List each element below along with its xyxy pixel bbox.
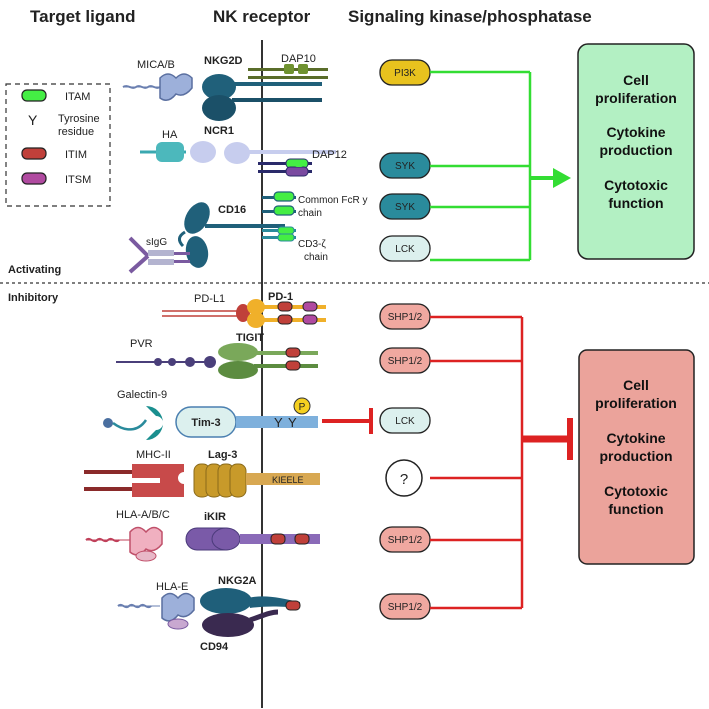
- ha-ligand: [156, 142, 184, 162]
- label-galectin9: Galectin-9: [117, 389, 167, 401]
- label-ha: HA: [162, 129, 178, 141]
- legend-tyrosine-2: residue: [58, 126, 94, 138]
- itsm-swatch: [21, 172, 47, 185]
- label-dap12: DAP12: [312, 149, 347, 161]
- kieele-motif: KIEELE: [272, 475, 304, 485]
- inh-outcome-5: Cytotoxic: [604, 483, 668, 499]
- label-pdl1: PD-L1: [194, 293, 225, 305]
- legend-itsm: ITSM: [65, 174, 91, 186]
- shp-label-1: SHP1/2: [388, 312, 423, 323]
- shp-node-1: SHP1/2: [379, 303, 431, 330]
- shp-label-2: SHP1/2: [388, 356, 423, 367]
- lck-label-inhibitory: LCK: [395, 416, 415, 427]
- pi3k-node: PI3K: [379, 59, 431, 86]
- legend-tyrosine-1: Tyrosine: [58, 113, 100, 125]
- act-outcome-6: function: [608, 195, 663, 211]
- label-nkg2a: NKG2A: [218, 575, 257, 587]
- tyrosine-symbol: Y: [28, 112, 38, 128]
- label-tigit: TIGIT: [236, 332, 264, 344]
- sigg-antibody: [128, 236, 190, 274]
- label-ikir: iKIR: [204, 511, 226, 523]
- lag3-complex: MHC-II Lag-3 KIEELE: [84, 449, 320, 498]
- syk-node-2: SYK: [379, 193, 431, 220]
- label-pvr: PVR: [130, 338, 153, 350]
- label-activating: Activating: [8, 264, 61, 276]
- legend-itam: ITAM: [65, 91, 90, 103]
- activating-arrowhead: [553, 168, 571, 188]
- legend-itim: ITIM: [65, 149, 87, 161]
- label-common-fcr-1: Common FcR y: [298, 195, 367, 206]
- lck-node-inhibitory: LCK: [379, 407, 431, 434]
- label-sigg: sIgG: [146, 237, 167, 248]
- label-tim3: Tim-3: [191, 417, 220, 429]
- label-lag3: Lag-3: [208, 449, 237, 461]
- label-cd94: CD94: [200, 641, 229, 653]
- label-inhibitory: Inhibitory: [8, 292, 59, 304]
- hla-e-ligand: [161, 592, 195, 622]
- activating-connectors: [430, 70, 556, 262]
- shp-label-4: SHP1/2: [388, 602, 423, 613]
- tim3-y1: Y: [274, 415, 283, 430]
- nkg2d-head-2: [202, 95, 236, 121]
- inh-outcome-4: production: [599, 448, 672, 464]
- label-mica: MICA/B: [137, 59, 175, 71]
- syk-label-1: SYK: [395, 161, 415, 172]
- label-hla-e: HLA-E: [156, 581, 188, 593]
- inh-outcome-2: proliferation: [595, 395, 677, 411]
- label-hla-abc: HLA-A/B/C: [116, 509, 170, 521]
- act-outcome-1: Cell: [623, 72, 649, 88]
- legend: ITAM Y Tyrosine residue ITIM ITSM: [5, 83, 111, 207]
- unknown-label: ?: [400, 471, 408, 488]
- ncr1-complex: HA NCR1 DAP12: [140, 125, 347, 177]
- lck-node-activating: LCK: [379, 235, 431, 262]
- itim-swatch: [21, 147, 47, 160]
- label-mhcii: MHC-II: [136, 449, 171, 461]
- label-ncr1: NCR1: [204, 125, 234, 137]
- inh-outcome-3: Cytokine: [606, 430, 665, 446]
- nkg2d-complex: MICA/B NKG2D DAP10: [122, 53, 328, 121]
- act-outcome-3: Cytokine: [606, 124, 665, 140]
- mica-ligand: [159, 73, 193, 101]
- shp-node-2: SHP1/2: [379, 347, 431, 374]
- shp-label-3: SHP1/2: [388, 535, 423, 546]
- inh-outcome-1: Cell: [623, 377, 649, 393]
- itam-swatch: [21, 89, 47, 102]
- syk-node-1: SYK: [379, 152, 431, 179]
- tim3-complex: Galectin-9 Tim-3 Y Y P: [103, 389, 318, 440]
- header-nk-receptor: NK receptor: [213, 7, 311, 26]
- inhibitory-connectors: [430, 315, 573, 610]
- pi3k-label: PI3K: [394, 68, 416, 79]
- label-cd3z-2: chain: [304, 252, 328, 263]
- cd16-complex: CD16 sIgG Common FcR y chain CD3-ζ chain: [128, 191, 367, 274]
- activating-outcome-box: Cell proliferation Cytokine production C…: [577, 43, 695, 260]
- label-cd16: CD16: [218, 204, 246, 216]
- pd1-complex: PD-L1 PD-1: [162, 291, 326, 328]
- label-nkg2d: NKG2D: [204, 55, 243, 67]
- unknown-node: ?: [385, 459, 423, 497]
- phospho-p: P: [299, 402, 306, 413]
- nkg2d-head-1: [202, 74, 236, 100]
- label-common-fcr-2: chain: [298, 208, 322, 219]
- shp-node-3: SHP1/2: [379, 526, 431, 553]
- act-outcome-2: proliferation: [595, 90, 677, 106]
- galectin9-ligand: [146, 406, 163, 440]
- inh-outcome-6: function: [608, 501, 663, 517]
- inhibitory-outcome-box: Cell proliferation Cytokine production C…: [578, 349, 695, 565]
- tim3-to-lck-inhibit: [322, 408, 373, 434]
- tigit-complex: PVR TIGIT: [116, 332, 318, 379]
- lck-label-activating: LCK: [395, 244, 415, 255]
- syk-label-2: SYK: [395, 202, 415, 213]
- act-outcome-5: Cytotoxic: [604, 177, 668, 193]
- label-dap10: DAP10: [281, 53, 316, 65]
- header-target-ligand: Target ligand: [30, 7, 135, 26]
- shp-node-4: SHP1/2: [379, 593, 431, 620]
- nkg2a-complex: HLA-E NKG2A CD94: [117, 575, 301, 653]
- ikir-complex: HLA-A/B/C iKIR: [85, 509, 320, 562]
- header-signaling: Signaling kinase/phosphatase: [348, 7, 592, 26]
- label-pd1: PD-1: [268, 291, 293, 303]
- act-outcome-4: production: [599, 142, 672, 158]
- label-cd3z-1: CD3-ζ: [298, 239, 326, 250]
- tim3-y2: Y: [288, 415, 297, 430]
